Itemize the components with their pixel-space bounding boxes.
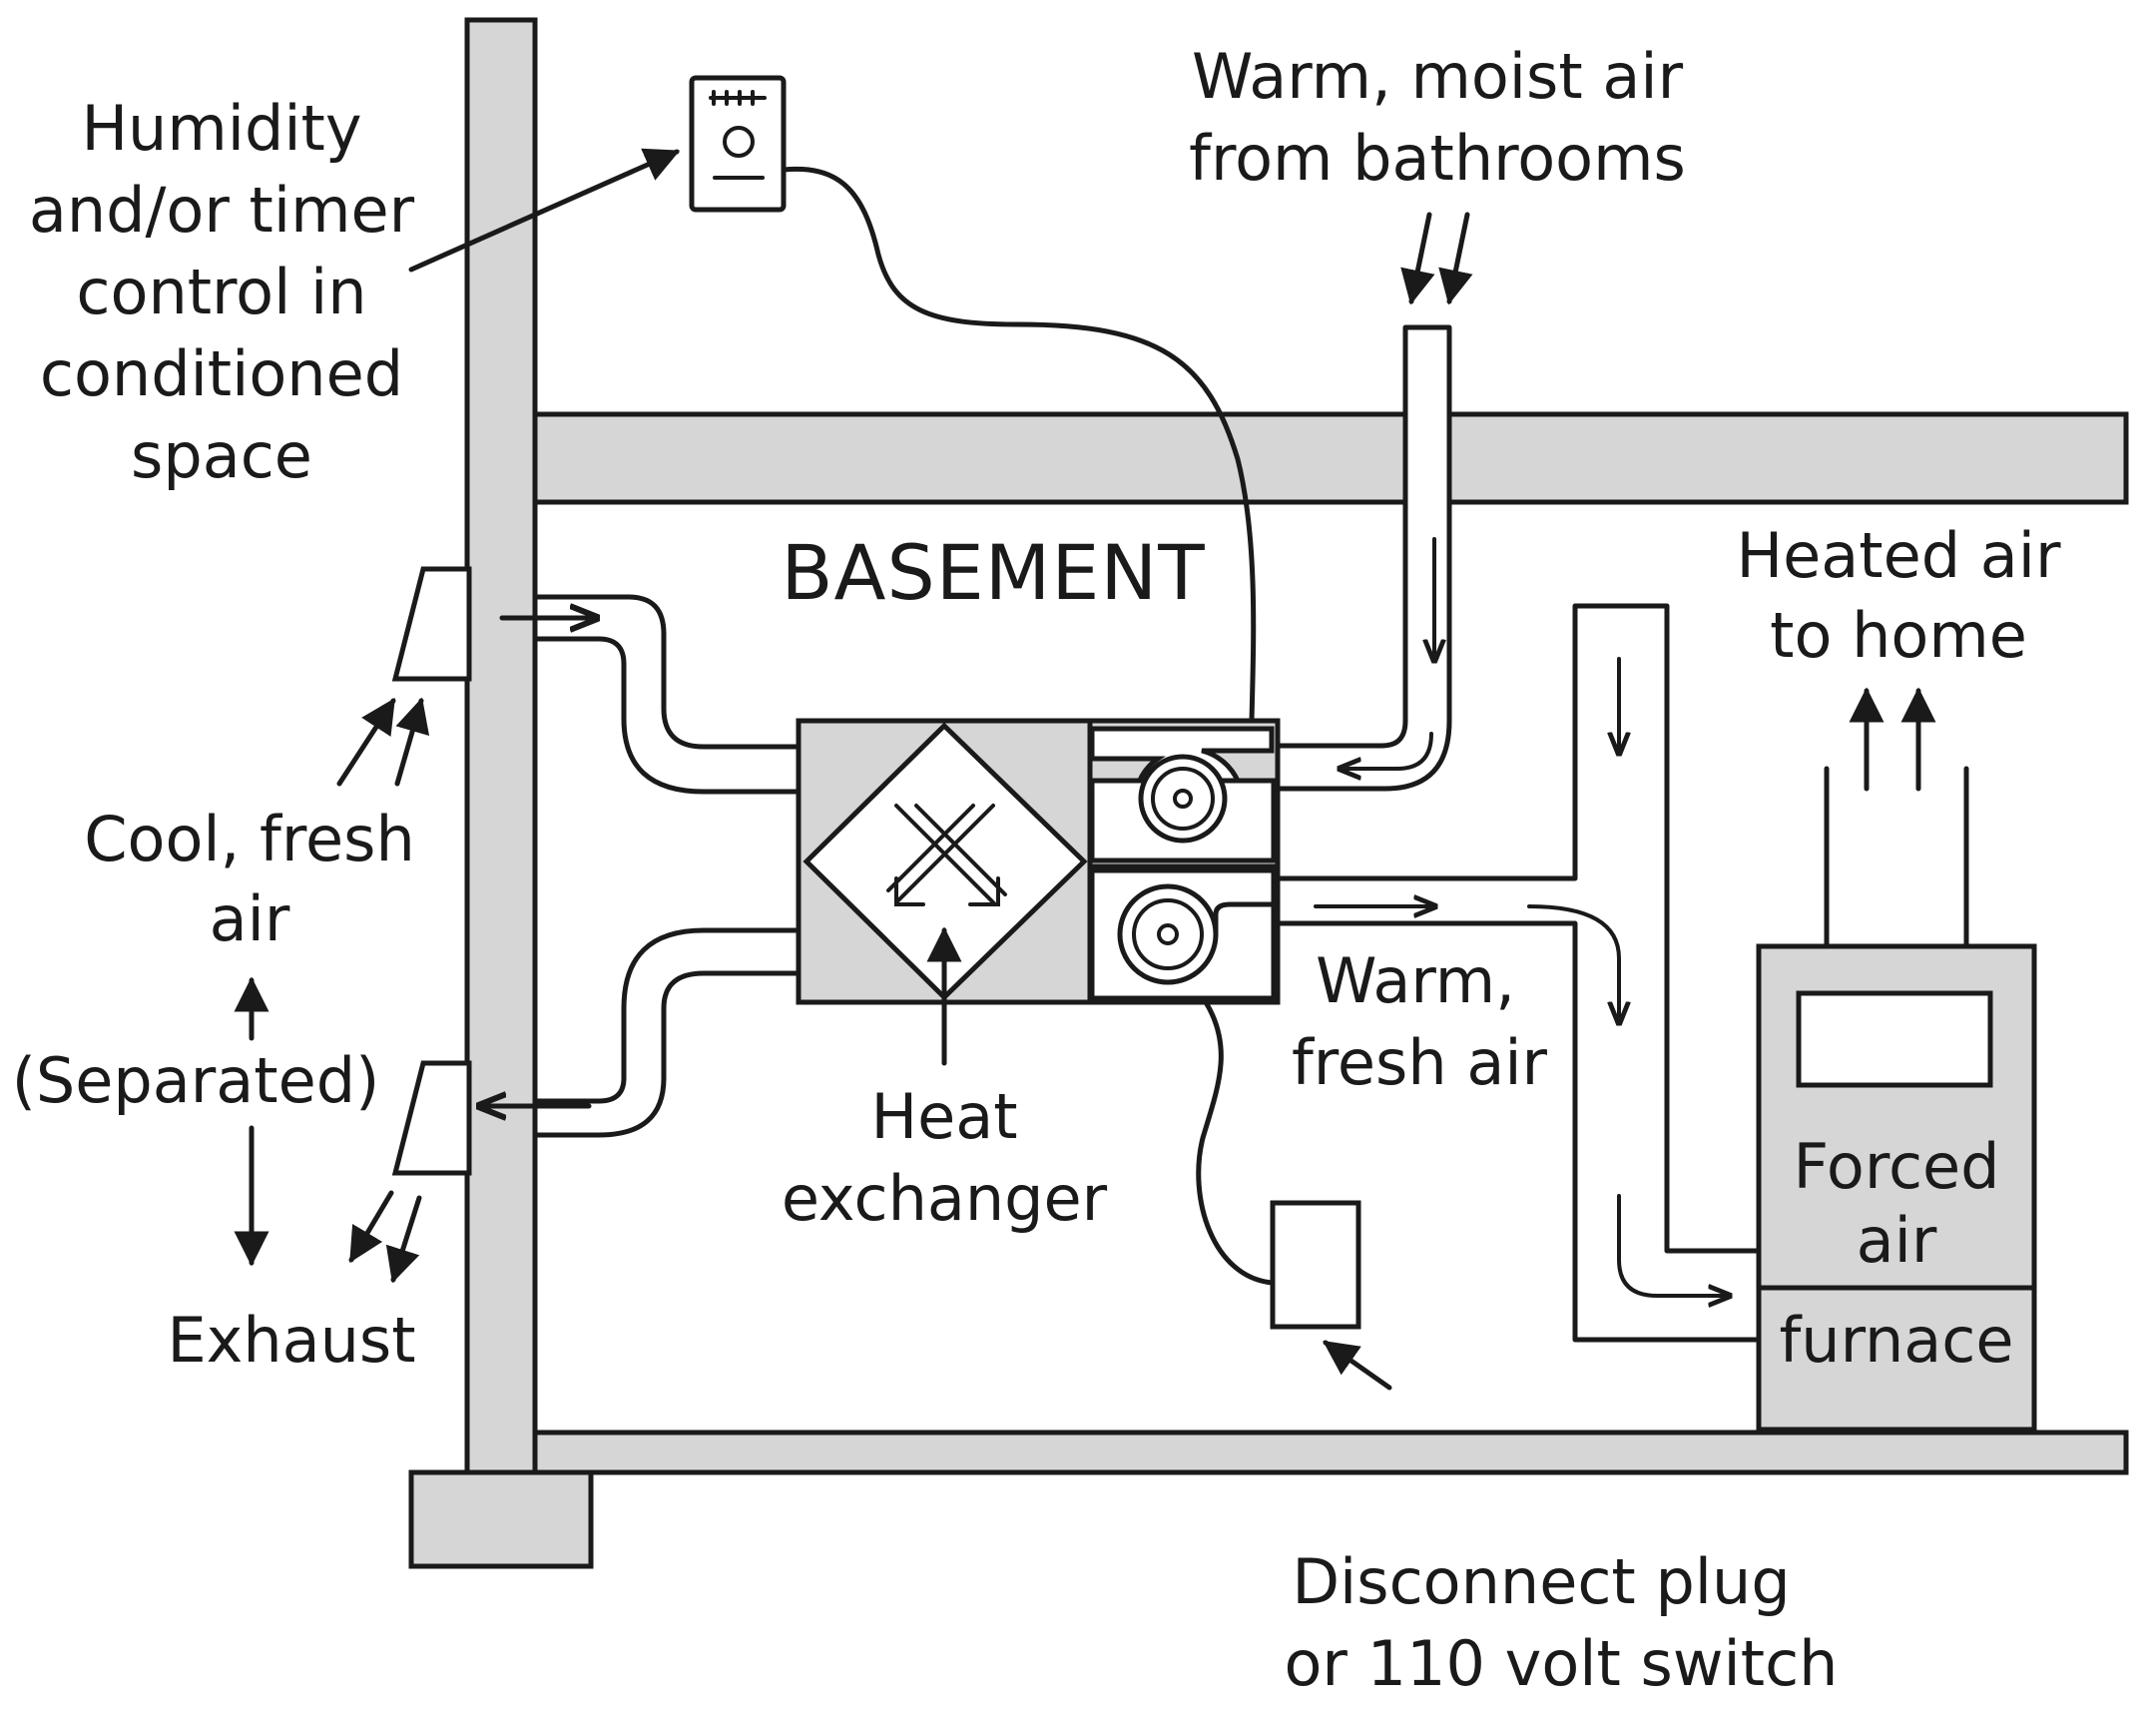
- wall-footing: [408, 1469, 594, 1569]
- cool-air-label-line2: air: [210, 882, 290, 955]
- furnace-panel: [1796, 990, 1993, 1088]
- heated-air-label-line1: Heated air: [1737, 519, 2061, 592]
- bath-turn-arrow: [1340, 732, 1433, 769]
- control-label-line3: control in: [76, 256, 366, 328]
- annotation-arrows: [234, 148, 1936, 1391]
- upper-floor-beam: [532, 411, 2129, 505]
- bath-air-arrow-right: [1438, 212, 1473, 305]
- bath-air-arrow-left: [1400, 212, 1435, 305]
- control-label-line4: conditioned: [40, 337, 403, 410]
- cool-air-arrow-right: [394, 697, 430, 787]
- exhaust-hood: [391, 1060, 472, 1176]
- control-label-line5: space: [131, 419, 312, 492]
- disconnect-pointer-arrow: [1323, 1340, 1392, 1391]
- control-wire: [781, 166, 1257, 724]
- bath-air-label-line2: from bathrooms: [1189, 122, 1686, 195]
- cool-air-arrow-left: [336, 698, 396, 787]
- exhaust-arrow-left: [348, 1190, 394, 1264]
- supply-to-furnace-arrow: [1617, 1194, 1730, 1296]
- labels: Humidity and/or timer control in conditi…: [12, 40, 2061, 1700]
- control-label-line1: Humidity: [81, 92, 361, 165]
- warm-fresh-label-line1: Warm,: [1316, 944, 1515, 1017]
- bathroom-duct: [1275, 324, 1452, 792]
- intake-duct: [391, 566, 802, 795]
- bath-air-label-line1: Warm, moist air: [1192, 40, 1684, 113]
- furnace-label-line2: air: [1857, 1204, 1937, 1277]
- cool-air-label-line1: Cool, fresh: [84, 803, 415, 875]
- exhaust-duct: [391, 927, 802, 1176]
- control-pointer-arrow: [408, 148, 681, 273]
- control-dial: [723, 126, 755, 158]
- supply-turn-down-arrow: [1527, 904, 1619, 1023]
- furnace-label-line3: furnace: [1779, 1304, 2013, 1377]
- exhaust-label: Exhaust: [167, 1304, 415, 1377]
- house-structure: [408, 17, 2129, 1569]
- disconnect-label-line1: Disconnect plug: [1292, 1545, 1790, 1618]
- basement-label: BASEMENT: [781, 528, 1205, 617]
- warm-fresh-label-line2: fresh air: [1292, 1026, 1548, 1099]
- exhaust-arrow-right: [385, 1195, 422, 1284]
- heat-exchanger-label-line1: Heat: [870, 1080, 1017, 1153]
- basement-floor-slab: [532, 1430, 2129, 1475]
- disconnect-box: [1270, 1200, 1361, 1330]
- furnace: [1756, 766, 2037, 1432]
- left-wall: [464, 17, 538, 1475]
- heat-exchanger-label-line2: exchanger: [782, 1162, 1108, 1235]
- disconnect-label-line2: or 110 volt switch: [1285, 1627, 1839, 1700]
- furnace-label-line1: Forced: [1793, 1130, 1999, 1203]
- heated-air-label-line2: to home: [1770, 599, 2027, 672]
- intake-hood: [391, 566, 472, 682]
- exchanger-flow-icon: [886, 804, 1007, 906]
- hrv-unit: [796, 718, 1281, 1005]
- separated-label: (Separated): [12, 1044, 380, 1117]
- control-unit: [689, 75, 1257, 724]
- power-cord: [1196, 999, 1361, 1330]
- control-label-line2: and/or timer: [29, 174, 415, 247]
